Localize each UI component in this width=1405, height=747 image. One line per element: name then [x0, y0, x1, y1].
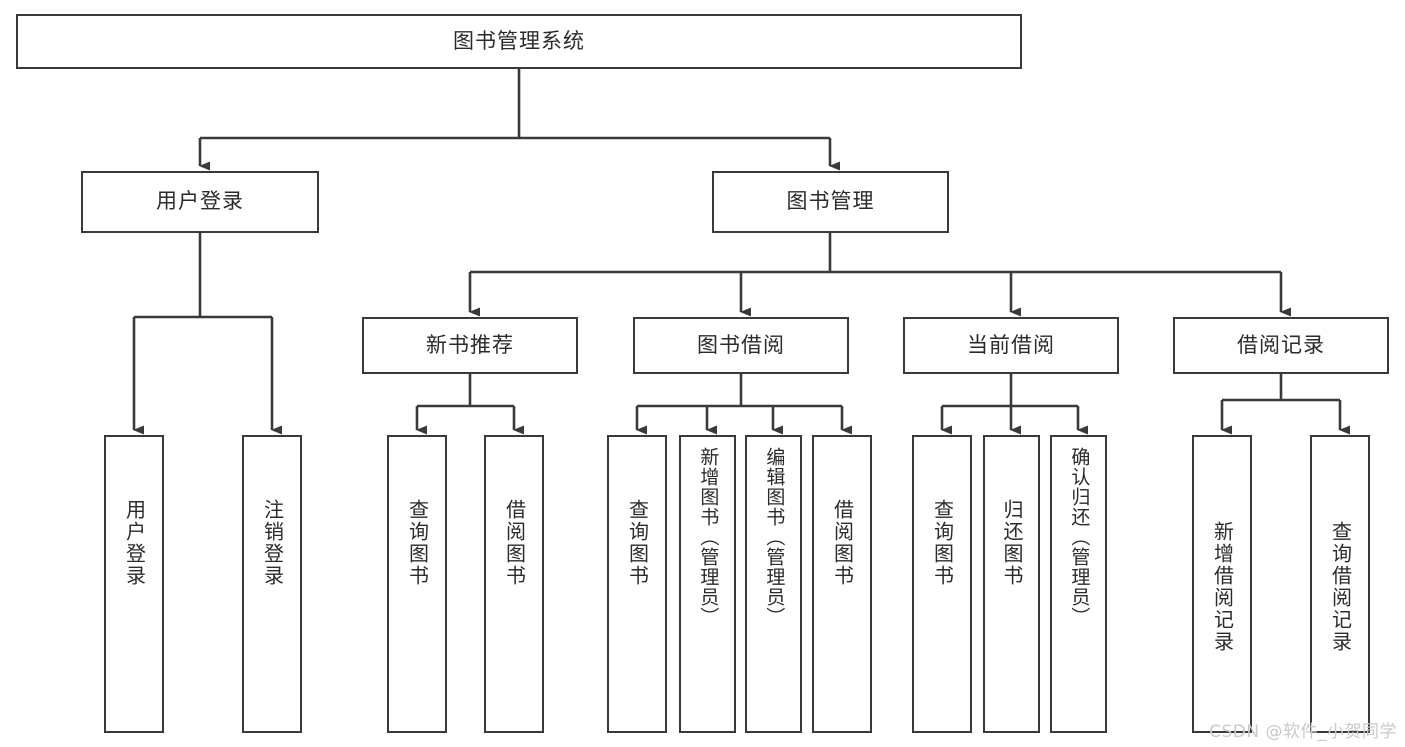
csdn-watermark: CSDN @软件_小贺同学 [1209, 722, 1397, 742]
node-leaf-query-book-3[interactable]: 查询图书 [912, 435, 972, 733]
node-book-borrow-label: 图书借阅 [697, 332, 785, 357]
node-leaf-return-book[interactable]: 归还图书 [983, 435, 1040, 733]
node-leaf-add-record[interactable]: 新增借阅记录 [1192, 435, 1252, 733]
node-leaf-query-record-label: 查询借阅记录 [1328, 521, 1353, 653]
node-book-manage[interactable]: 图书管理 [712, 171, 949, 233]
node-leaf-borrow-book-1-label: 借阅图书 [502, 499, 527, 587]
node-book-manage-label: 图书管理 [786, 189, 875, 214]
node-root-label: 图书管理系统 [453, 28, 585, 53]
node-leaf-confirm-return-label: 确认归还（管理员） [1068, 447, 1091, 627]
node-leaf-edit-book-label: 编辑图书（管理员） [763, 447, 786, 627]
node-book-borrow[interactable]: 图书借阅 [633, 317, 849, 374]
node-leaf-query-record[interactable]: 查询借阅记录 [1310, 435, 1370, 733]
node-leaf-query-book-1-label: 查询图书 [405, 499, 430, 587]
node-leaf-query-book-1[interactable]: 查询图书 [387, 435, 447, 733]
node-new-book-recommend-label: 新书推荐 [426, 332, 514, 357]
node-leaf-logout-label: 注销登录 [260, 499, 285, 587]
node-leaf-borrow-book-2[interactable]: 借阅图书 [812, 435, 872, 733]
node-leaf-confirm-return[interactable]: 确认归还（管理员） [1050, 435, 1107, 733]
node-leaf-add-record-label: 新增借阅记录 [1210, 521, 1235, 653]
node-leaf-edit-book[interactable]: 编辑图书（管理员） [745, 435, 802, 733]
node-leaf-query-book-2[interactable]: 查询图书 [607, 435, 667, 733]
node-borrow-record[interactable]: 借阅记录 [1173, 317, 1389, 374]
node-leaf-borrow-book-2-label: 借阅图书 [830, 499, 855, 587]
node-leaf-add-book-label: 新增图书（管理员） [697, 447, 720, 627]
node-leaf-user-login-label: 用户登录 [122, 499, 147, 587]
node-leaf-add-book[interactable]: 新增图书（管理员） [679, 435, 736, 733]
node-leaf-borrow-book-1[interactable]: 借阅图书 [484, 435, 544, 733]
node-leaf-query-book-3-label: 查询图书 [930, 499, 955, 587]
node-user-login-label: 用户登录 [156, 189, 244, 214]
node-user-login[interactable]: 用户登录 [81, 171, 319, 233]
node-new-book-recommend[interactable]: 新书推荐 [362, 317, 578, 374]
node-borrow-record-label: 借阅记录 [1237, 332, 1325, 357]
node-leaf-query-book-2-label: 查询图书 [625, 499, 650, 587]
node-leaf-logout[interactable]: 注销登录 [242, 435, 302, 733]
node-root[interactable]: 图书管理系统 [16, 14, 1022, 69]
node-current-borrow[interactable]: 当前借阅 [903, 317, 1119, 374]
node-current-borrow-label: 当前借阅 [967, 332, 1055, 357]
node-leaf-return-book-label: 归还图书 [1000, 499, 1024, 587]
node-leaf-user-login[interactable]: 用户登录 [104, 435, 164, 733]
